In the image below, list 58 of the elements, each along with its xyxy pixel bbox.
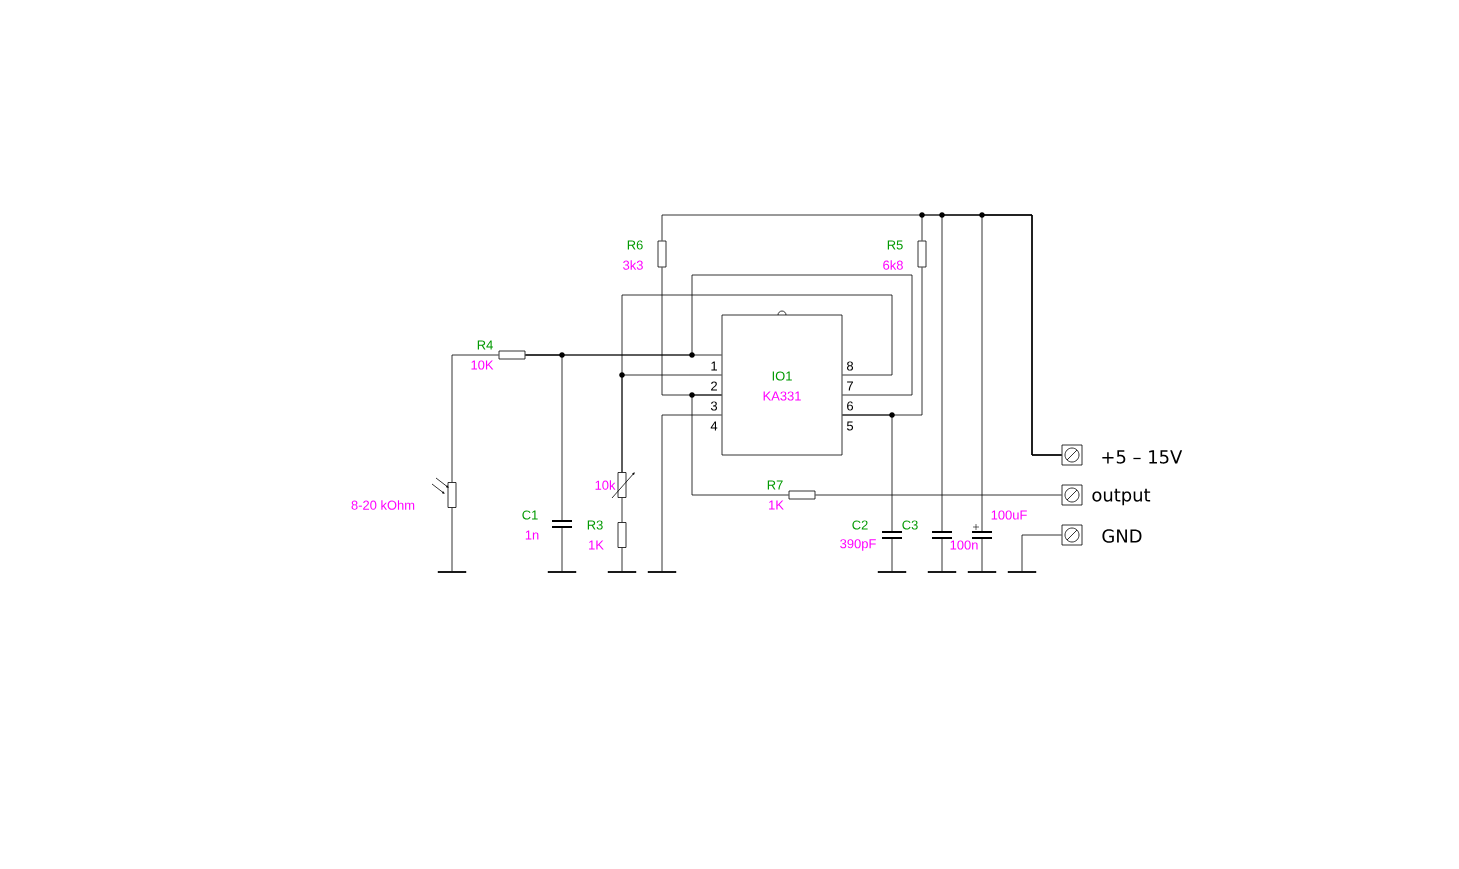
component-label: R4 [477,340,493,350]
wire [451,507,453,572]
screw-terminal-icon [1061,444,1083,466]
wire [981,214,1062,532]
pin-number: 4 [710,421,718,431]
wire [941,538,943,572]
capacitor-symbol [881,531,903,539]
wire [661,414,722,572]
component-value: 8-20 kOhm [351,500,415,510]
wire [621,374,722,473]
capacitor-symbol [551,520,573,528]
component-label: R7 [767,480,783,490]
terminal-label: GND [1102,529,1142,543]
pin-number: 8 [846,361,854,371]
resistor-symbol [657,240,667,268]
wire [815,494,1062,496]
photoresistor-symbol [431,477,457,508]
pin-number: 1 [711,361,717,371]
component-value: 1K [769,500,784,510]
resistor-symbol [617,522,627,548]
wire [1021,534,1062,572]
component-value: 100uF [991,510,1027,520]
pin-number: 3 [710,401,718,411]
resistor-symbol [917,240,927,268]
terminal-label: output [1092,488,1151,506]
component-label: R3 [587,520,603,530]
screw-terminal-icon [1061,484,1083,506]
wire [842,414,893,532]
screw-terminal-icon [1061,524,1083,546]
pin-number: 7 [847,381,853,391]
component-label: R6 [627,240,643,250]
component-value: 390pF [840,539,876,551]
wire [621,497,623,523]
component-value: 1n [525,530,539,540]
capacitor-symbol [931,531,953,539]
wire [525,354,563,521]
component-value: 100n [950,540,978,550]
wire [561,527,563,572]
wire [451,354,499,483]
component-value: 1K [589,540,604,550]
resistor-symbol [498,350,526,360]
resistor-symbol [788,490,816,500]
component-value: 10K [471,360,494,370]
pin-number: 5 [846,421,854,431]
pin-number: 6 [847,401,854,411]
terminal-label: +5 – 15V [1102,450,1183,464]
component-label: R5 [887,240,903,250]
pin-number: 2 [711,381,717,391]
component-value: 6k8 [883,260,903,270]
capacitor-symbol [971,523,993,539]
component-label: C1 [522,510,538,520]
component-label: C3 [902,520,918,530]
component-value: 10k [595,480,616,490]
component-label: C2 [852,520,868,530]
component-value: 3k3 [623,260,643,270]
wire [981,538,983,572]
wire [891,538,893,572]
wire [621,547,623,572]
